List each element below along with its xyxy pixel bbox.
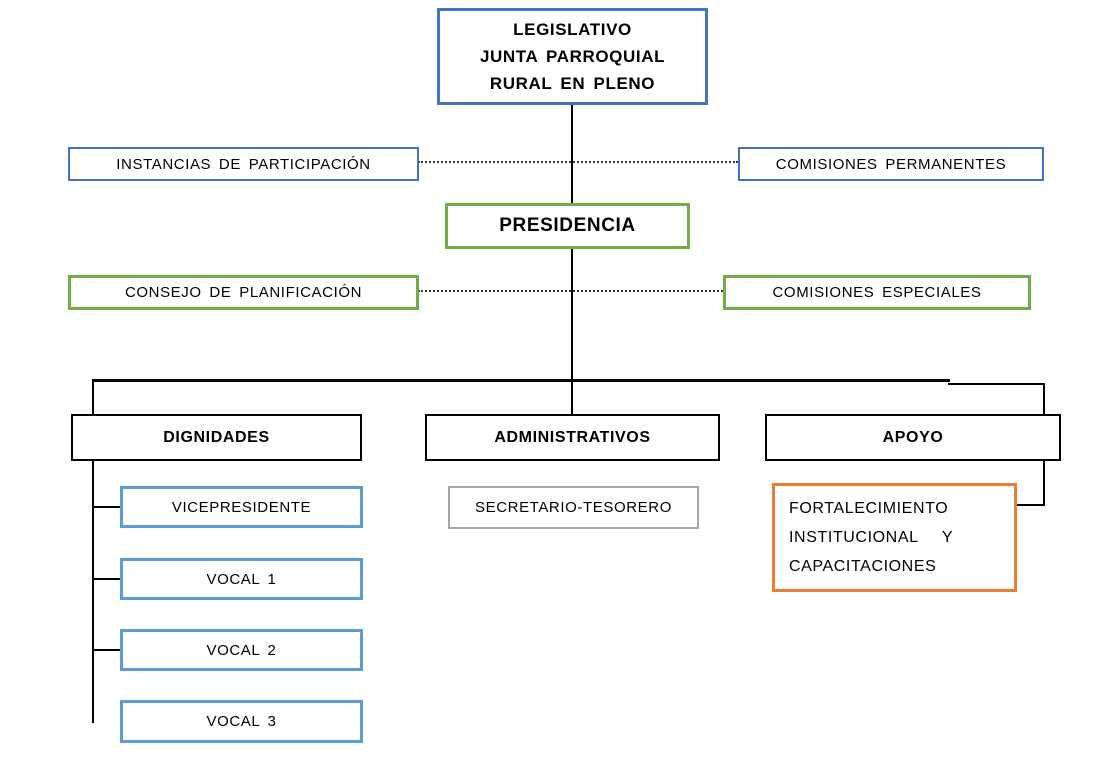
node-comisiones-permanentes: COMISIONES PERMANENTES (738, 147, 1044, 181)
node-secretario-tesorero: SECRETARIO-TESORERO (448, 486, 699, 529)
node-legislativo-line3: RURAL EN PLENO (489, 74, 656, 93)
node-presidencia: PRESIDENCIA (445, 203, 690, 249)
connector-left-rail (92, 461, 94, 723)
connector-horizontal-main (92, 379, 950, 382)
node-dignidades: DIGNIDADES (71, 414, 362, 461)
connector-into-fortalecimiento (1017, 504, 1045, 506)
node-legislativo-line1: LEGISLATIVO (513, 20, 632, 39)
node-fortalecimiento-line3: CAPACITACIONES (789, 558, 937, 575)
node-fortalecimiento-institucional: FORTALECIMIENTO INSTITUCIONAL Y CAPACITA… (772, 483, 1017, 592)
node-legislativo-junta-parroquial: LEGISLATIVO JUNTA PARROQUIAL RURAL EN PL… (437, 8, 708, 105)
connector-apoyo-down (1043, 461, 1045, 506)
node-apoyo: APOYO (765, 414, 1061, 461)
connector-into-dignidades (92, 381, 94, 414)
node-vocal-2: VOCAL 2 (120, 629, 363, 671)
node-vicepresidente: VICEPRESIDENTE (120, 486, 363, 528)
connector-tick-vocal2 (92, 649, 120, 651)
connector-tick-vicepresidente (92, 506, 120, 508)
connector-dotted-instancias-comisiones (418, 161, 738, 163)
node-vocal-3: VOCAL 3 (120, 700, 363, 743)
node-comisiones-especiales: COMISIONES ESPECIALES (723, 275, 1031, 310)
node-fortalecimiento-line2: INSTITUCIONAL Y (789, 529, 954, 546)
node-consejo-de-planificacion: CONSEJO DE PLANIFICACIÓN (68, 275, 419, 310)
connector-horizontal-step-right (948, 383, 1045, 385)
node-fortalecimiento-line1: FORTALECIMIENTO (789, 500, 949, 517)
connector-top-to-presidencia (571, 105, 573, 203)
connector-tick-vocal1 (92, 578, 120, 580)
node-administrativos: ADMINISTRATIVOS (425, 414, 720, 461)
node-vocal-1: VOCAL 1 (120, 558, 363, 600)
connector-presidencia-to-row (571, 249, 573, 414)
connector-dotted-consejo-comisiones (418, 290, 723, 292)
node-legislativo-line2: JUNTA PARROQUIAL (479, 47, 666, 66)
connector-into-apoyo (1043, 384, 1045, 415)
node-instancias-de-participacion: INSTANCIAS DE PARTICIPACIÓN (68, 147, 419, 181)
